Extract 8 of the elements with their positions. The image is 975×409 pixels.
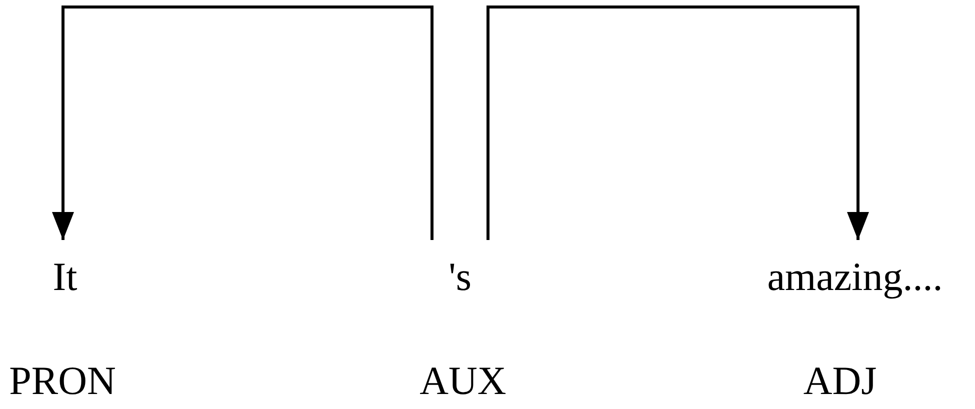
dependency-arrow: [52, 6, 434, 240]
word-label: 's: [448, 254, 472, 300]
word-label: amazing....: [767, 254, 943, 300]
dependency-arrow: [486, 6, 869, 240]
pos-tag: PRON: [0, 358, 125, 404]
pos-tag: AUX: [413, 358, 513, 404]
pos-tag: ADJ: [795, 358, 885, 404]
word-label: It: [52, 254, 78, 300]
